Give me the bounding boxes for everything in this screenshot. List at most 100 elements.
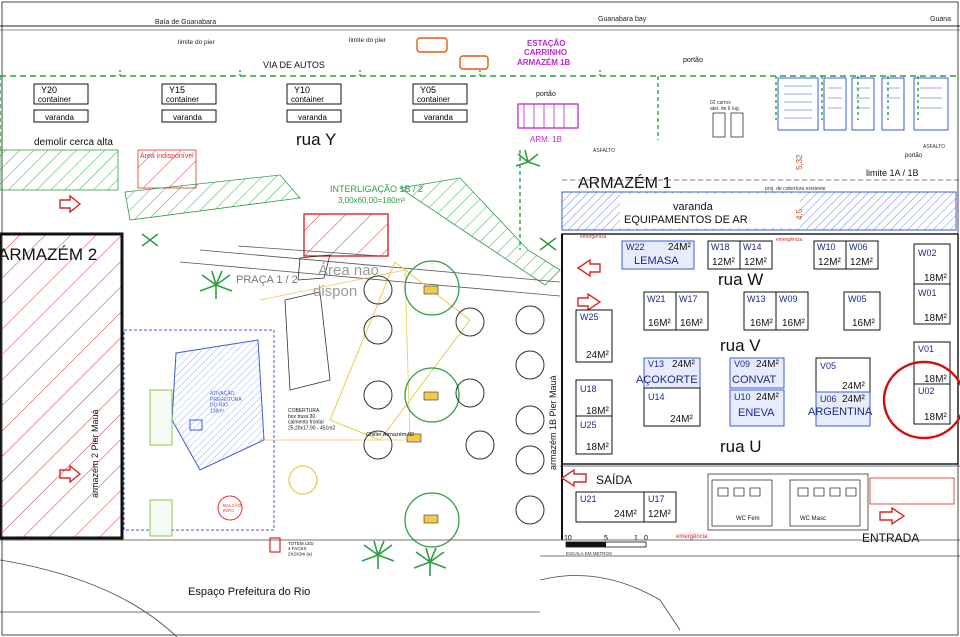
booth-u18[interactable]: U18 18M²	[575, 379, 613, 417]
portao-3: portão	[905, 153, 923, 159]
booth-w22[interactable]: W22 24M² LEMASA	[621, 240, 695, 270]
svg-text:12M²: 12M²	[818, 257, 841, 268]
emergencia-3: emergência	[676, 534, 708, 540]
svg-text:16M²: 16M²	[750, 318, 773, 329]
booth-u02[interactable]: U02 18M²	[913, 383, 951, 425]
varanda-label: varanda	[673, 201, 714, 213]
svg-text:Y10: Y10	[294, 85, 310, 95]
booth-w17[interactable]: W17 16M²	[675, 291, 709, 331]
armazem-1: ARMAZÉM 1 limite 1A / 1B proj. de cobert…	[548, 144, 960, 540]
pier-maua-1b-label: armazém 1B Pier Mauá	[548, 375, 558, 470]
svg-text:container: container	[417, 95, 450, 104]
arrow-icon	[59, 194, 906, 526]
container-y10: Y10 container varanda	[286, 83, 342, 123]
parking-spots	[712, 112, 744, 138]
equipamentos-label: EQUIPAMENTOS DE AR	[624, 214, 748, 226]
emergencia-1: emergência	[580, 234, 606, 240]
svg-text:U02: U02	[918, 386, 935, 396]
booth-w09[interactable]: W09 16M²	[775, 291, 809, 331]
via-autos-label: VIA DE AUTOS	[263, 60, 325, 70]
svg-text:W05: W05	[848, 294, 867, 304]
street-rua-u: rua U	[720, 437, 762, 456]
svg-text:varanda: varanda	[173, 113, 202, 122]
booth-w25[interactable]: W25 24M²	[575, 309, 613, 363]
prefeitura-area	[123, 329, 281, 553]
armazem-2-label: ARMAZÉM 2	[0, 245, 97, 264]
green-hatch-strip-right	[398, 177, 561, 286]
booth-w14[interactable]: W14 12M²	[739, 240, 773, 270]
booth-w21[interactable]: W21 16M²	[643, 291, 677, 331]
road-lines	[0, 465, 960, 637]
booth-u25[interactable]: U25 18M²	[575, 415, 613, 455]
car-icon	[416, 37, 489, 70]
booth-v05[interactable]: V05 24M²	[815, 357, 871, 393]
svg-text:W17: W17	[679, 294, 698, 304]
svg-text:18M²: 18M²	[586, 406, 609, 417]
svg-text:U10: U10	[734, 392, 751, 402]
svg-text:12M²: 12M²	[850, 257, 873, 268]
svg-text:18M²: 18M²	[586, 442, 609, 453]
green-hatch-strip-mid	[124, 174, 301, 221]
booth-u06[interactable]: U06 24M² ARGENTINA	[808, 391, 873, 427]
svg-text:16M²: 16M²	[648, 318, 671, 329]
booth-u21[interactable]: U21 24M²	[575, 491, 645, 523]
booth-u17[interactable]: U17 12M²	[643, 491, 677, 523]
street-rua-v: rua V	[720, 336, 761, 355]
interligacao-title: INTERLIGAÇÃO 1B / 2	[330, 184, 423, 194]
booth-w18[interactable]: W18 12M²	[707, 240, 741, 270]
unavailable-area-small	[137, 149, 197, 189]
espaco-prefeitura-label: Espaço Prefeitura do Rio	[188, 586, 310, 598]
svg-text:W06: W06	[849, 242, 868, 252]
svg-text:24M²: 24M²	[756, 359, 779, 370]
praca-label: PRAÇA 1 / 2	[236, 274, 298, 286]
svg-text:ENEVA: ENEVA	[738, 407, 775, 419]
entrada-label: ENTRADA	[862, 531, 919, 545]
booth-u14[interactable]: U14 24M²	[643, 387, 701, 427]
booth-v09[interactable]: V09 24M² CONVAT	[729, 357, 785, 389]
svg-text:V05: V05	[820, 361, 836, 371]
svg-text:U14: U14	[648, 392, 665, 402]
svg-text:18M²: 18M²	[924, 273, 947, 284]
svg-text:V13: V13	[648, 359, 664, 369]
asfalto-1: ASFALTO	[593, 148, 615, 154]
booth-w01[interactable]: W01 18M²	[913, 283, 951, 325]
booth-v13[interactable]: V13 24M² AÇOKORTE	[636, 357, 701, 389]
svg-text:24M²: 24M²	[756, 392, 779, 403]
svg-text:24M²: 24M²	[586, 350, 609, 361]
svg-text:varanda: varanda	[45, 113, 74, 122]
container-y05: Y05 container varanda	[412, 83, 468, 123]
palm-tree-icon	[141, 149, 557, 576]
bay-edge: Baía de Guanabara Guanabara bay Guana li…	[0, 16, 960, 46]
armazem-2: ARMAZÉM 2 armazém 2 Pier Mauá	[0, 232, 124, 540]
booth-u10[interactable]: U10 24M² ENEVA	[729, 389, 785, 427]
asfalto-2: ASFALTO	[923, 144, 945, 150]
street-rua-w: rua W	[718, 270, 763, 289]
bay-left-label: Baía de Guanabara	[155, 19, 216, 26]
scale-bar: 10 5 1 0 ESCALA EM METROS	[564, 535, 648, 556]
booth-w02[interactable]: W02 18M²	[913, 243, 951, 285]
svg-text:12M²: 12M²	[648, 509, 671, 520]
station-line2: CARRINHO	[524, 48, 567, 57]
svg-text:24M²: 24M²	[668, 242, 691, 253]
svg-text:V09: V09	[734, 359, 750, 369]
restrooms	[707, 473, 955, 531]
container-y15: Y15 container varanda	[161, 83, 217, 123]
pier-limit-2: limite do pier	[349, 37, 387, 44]
green-hatch-strip-left	[0, 149, 119, 191]
bay-far-label: Guana	[930, 16, 951, 23]
station-line1: ESTAÇÃO	[527, 39, 566, 48]
station-arm: ARM. 1B	[530, 135, 562, 144]
svg-text:0: 0	[644, 535, 648, 542]
booth-w13[interactable]: W13 16M²	[743, 291, 777, 331]
svg-text:W10: W10	[817, 242, 836, 252]
svg-text:24M²: 24M²	[670, 414, 693, 425]
booth-w06[interactable]: W06 12M²	[845, 240, 879, 270]
wc-masc-label: WC Masc	[800, 516, 826, 522]
booth-w05[interactable]: W05 16M²	[843, 291, 881, 331]
svg-text:U17: U17	[648, 494, 665, 504]
booth-w10[interactable]: W10 12M²	[813, 240, 847, 270]
svg-text:W14: W14	[743, 242, 762, 252]
svg-text:AÇOKORTE: AÇOKORTE	[636, 374, 698, 386]
